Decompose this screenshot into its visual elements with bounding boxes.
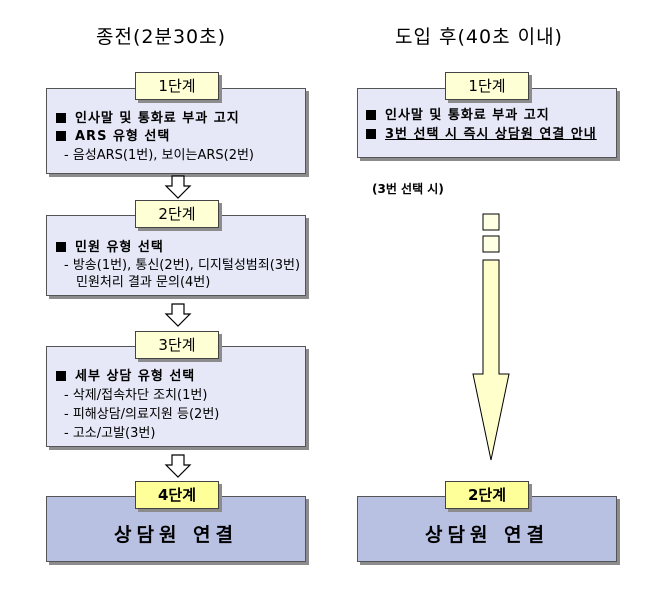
- down-arrow-icon: [164, 454, 192, 478]
- right-step1-line2: 3번 선택 시 즉시 상담원 연결 안내: [366, 126, 597, 143]
- right-step2-main: 상담원 연결: [424, 524, 549, 546]
- down-arrow-icon: [164, 175, 192, 199]
- left-step3-line3: - 피해상담/의료지원 등(2번): [64, 407, 220, 422]
- square-bullet-icon: [56, 131, 66, 141]
- square-bullet-icon: [366, 110, 376, 120]
- right-column-title: 도입 후(40초 이내): [395, 26, 563, 48]
- right-step2-tag: 2단계: [445, 481, 529, 509]
- down-arrow-icon: [164, 303, 192, 327]
- left-step3-line1-text: 세부 상담 유형 선택: [75, 369, 196, 384]
- down-arrow-icon: [472, 213, 510, 461]
- left-step1-line1-text: 인사말 및 통화료 부과 고지: [75, 111, 240, 126]
- right-step1-line2-text: 3번 선택 시 즉시 상담원 연결 안내: [385, 127, 597, 142]
- left-step2-line1: 민원 유형 선택: [56, 239, 164, 256]
- square-bullet-icon: [56, 371, 66, 381]
- left-step1-line1: 인사말 및 통화료 부과 고지: [56, 110, 240, 127]
- left-step2-box: [46, 215, 306, 296]
- right-note: (3번 선택 시): [372, 182, 444, 196]
- left-step1-box: [46, 88, 306, 174]
- square-bullet-icon: [56, 242, 66, 252]
- left-step3-line1: 세부 상담 유형 선택: [56, 368, 195, 385]
- left-step3-line2: - 삭제/접속차단 조치(1번): [64, 388, 208, 403]
- square-bullet-icon: [366, 129, 376, 139]
- left-step3-tag: 3단계: [135, 331, 219, 359]
- left-step1-line3: - 음성ARS(1번), 보이는ARS(2번): [64, 148, 254, 163]
- left-step1-line2-text: ARS 유형 선택: [75, 129, 171, 144]
- right-step1-line1-text: 인사말 및 통화료 부과 고지: [385, 108, 550, 123]
- right-step1-line1: 인사말 및 통화료 부과 고지: [366, 107, 550, 124]
- left-step2-line3: 민원처리 결과 문의(4번): [76, 275, 211, 290]
- left-step2-tag: 2단계: [135, 200, 219, 228]
- left-step2-line1-text: 민원 유형 선택: [75, 240, 164, 255]
- left-step4-main: 상담원 연결: [113, 524, 238, 546]
- left-step3-box: [46, 346, 306, 447]
- square-bullet-icon: [56, 113, 66, 123]
- left-step2-line2: - 방송(1번), 통신(2번), 디지털성범죄(3번): [64, 258, 301, 273]
- left-step1-line2: ARS 유형 선택: [56, 128, 170, 145]
- left-column-title: 종전(2분30초): [96, 26, 227, 48]
- left-step1-tag: 1단계: [135, 72, 219, 100]
- left-step4-tag: 4단계: [135, 481, 219, 509]
- left-step3-line4: - 고소/고발(3번): [64, 426, 156, 441]
- right-step1-tag: 1단계: [445, 72, 529, 100]
